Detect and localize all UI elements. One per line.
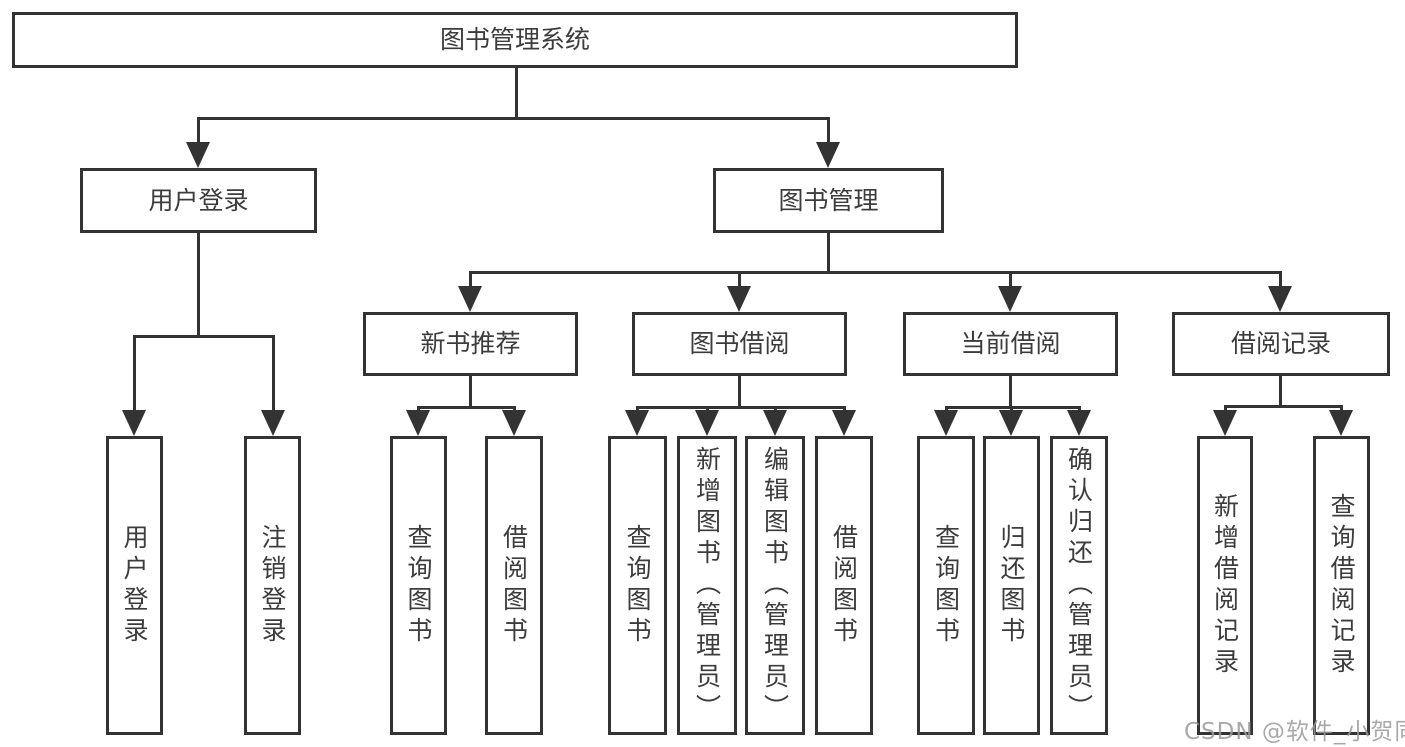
node-book-borrow-label: 图书借阅 xyxy=(689,329,790,358)
leaf-confirm-return-admin-label: 确认归还（管理员） xyxy=(1064,446,1094,725)
connector-root-stem xyxy=(515,68,518,119)
arrowhead-c2 xyxy=(695,410,719,436)
connector-newbook-stem xyxy=(469,376,472,408)
connector-root-branch xyxy=(197,117,830,120)
node-current-borrow-label: 当前借阅 xyxy=(960,329,1061,358)
leaf-edit-book-admin-label: 编辑图书（管理员） xyxy=(760,446,790,725)
leaf-query-book-recommend-label: 查询图书 xyxy=(404,523,433,648)
arrowhead-current-borrow xyxy=(998,286,1022,312)
leaf-borrow-book-recommend: 借阅图书 xyxy=(485,436,543,735)
connector-records-branch xyxy=(1224,405,1343,408)
leaf-query-book-current-label: 查询图书 xyxy=(931,523,961,648)
connector-userlogin-stem xyxy=(197,233,200,337)
node-borrow-records: 借阅记录 xyxy=(1172,312,1390,376)
leaf-query-book-borrow-label: 查询图书 xyxy=(623,523,652,648)
connector-drop-user-login xyxy=(197,117,200,150)
arrowhead-d1 xyxy=(934,410,958,436)
arrowhead-b2 xyxy=(502,410,526,436)
watermark: CSDN @软件_小贺同学 xyxy=(1184,719,1405,745)
leaf-query-borrow-record-label: 查询借阅记录 xyxy=(1327,492,1356,679)
leaf-borrow-book-label: 借阅图书 xyxy=(829,523,859,648)
connector-drop-current-borrow xyxy=(1009,271,1012,293)
arrowhead-c4 xyxy=(832,410,856,436)
connector-newbook-branch xyxy=(417,406,516,409)
node-book-management: 图书管理 xyxy=(713,168,944,233)
leaf-return-book: 归还图书 xyxy=(983,436,1040,735)
leaf-logout: 注销登录 xyxy=(244,436,301,735)
arrowhead-d3 xyxy=(1067,410,1091,436)
arrowhead-leaf-login xyxy=(122,410,146,436)
leaf-logout-label: 注销登录 xyxy=(258,523,287,648)
connector-drop-book-borrow xyxy=(738,271,741,293)
connector-bookmgmt-stem xyxy=(827,233,830,274)
connector-records-stem xyxy=(1279,376,1282,407)
node-book-management-label: 图书管理 xyxy=(778,185,879,215)
connector-drop-leaf-login xyxy=(133,335,136,413)
connector-bookmgmt-branch xyxy=(469,271,1281,274)
connector-userlogin-branch xyxy=(133,335,274,338)
arrowhead-borrow-records xyxy=(1268,286,1292,312)
arrowhead-e2 xyxy=(1329,410,1353,436)
leaf-borrow-book: 借阅图书 xyxy=(815,436,873,735)
connector-drop-new-book xyxy=(469,271,472,293)
arrowhead-user-login xyxy=(186,142,210,168)
connector-drop-book-mgmt xyxy=(827,117,830,150)
leaf-query-book-borrow: 查询图书 xyxy=(608,436,667,735)
node-borrow-records-label: 借阅记录 xyxy=(1230,329,1331,358)
connector-drop-leaf-logout xyxy=(272,335,275,413)
connector-currentborrow-stem xyxy=(1009,376,1012,408)
node-root-system: 图书管理系统 xyxy=(12,12,1018,68)
leaf-query-book-recommend: 查询图书 xyxy=(390,436,447,735)
leaf-add-book-admin-label: 新增图书（管理员） xyxy=(692,446,722,725)
node-root-label: 图书管理系统 xyxy=(439,25,590,54)
node-book-borrow: 图书借阅 xyxy=(632,312,847,376)
connector-bookborrow-branch xyxy=(636,406,846,409)
connector-drop-borrow-records xyxy=(1279,271,1282,293)
arrowhead-book-borrow xyxy=(727,286,751,312)
node-new-book-recommend-label: 新书推荐 xyxy=(420,329,521,358)
node-user-login: 用户登录 xyxy=(80,168,317,233)
leaf-user-login: 用户登录 xyxy=(106,436,163,735)
arrowhead-c3 xyxy=(763,410,787,436)
connector-bookborrow-stem xyxy=(738,376,741,408)
arrowhead-d2 xyxy=(999,410,1023,436)
leaf-edit-book-admin: 编辑图书（管理员） xyxy=(745,436,805,735)
node-current-borrow: 当前借阅 xyxy=(903,312,1118,376)
arrowhead-c1 xyxy=(625,410,649,436)
arrowhead-new-book xyxy=(458,286,482,312)
leaf-query-borrow-record: 查询借阅记录 xyxy=(1313,436,1370,735)
arrowhead-e1 xyxy=(1213,410,1237,436)
leaf-query-book-current: 查询图书 xyxy=(917,436,975,735)
node-user-login-label: 用户登录 xyxy=(148,185,249,215)
connector-currentborrow-branch xyxy=(945,406,1081,409)
leaf-borrow-book-recommend-label: 借阅图书 xyxy=(499,523,529,648)
leaf-add-borrow-record-label: 新增借阅记录 xyxy=(1210,492,1240,679)
leaf-confirm-return-admin: 确认归还（管理员） xyxy=(1050,436,1108,735)
node-new-book-recommend: 新书推荐 xyxy=(363,312,578,376)
leaf-user-login-label: 用户登录 xyxy=(120,523,149,648)
arrowhead-book-mgmt xyxy=(816,142,840,168)
leaf-add-borrow-record: 新增借阅记录 xyxy=(1197,436,1253,735)
arrowhead-b1 xyxy=(406,410,430,436)
leaf-add-book-admin: 新增图书（管理员） xyxy=(677,436,737,735)
leaf-return-book-label: 归还图书 xyxy=(997,523,1026,648)
arrowhead-leaf-logout xyxy=(261,410,285,436)
